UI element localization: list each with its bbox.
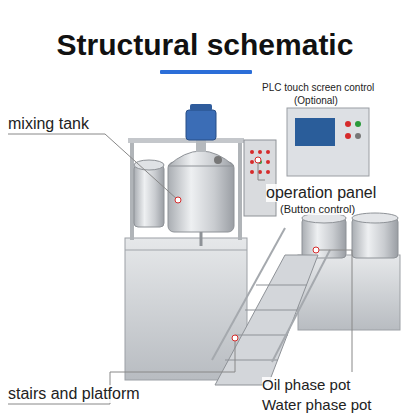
button: [355, 121, 361, 127]
button: [258, 150, 262, 154]
button: [345, 121, 351, 127]
stair-step: [225, 360, 278, 361]
mixing-tank-body: [168, 162, 234, 232]
frame-post: [238, 140, 242, 240]
button: [345, 133, 351, 139]
part-note: (Button control): [280, 203, 355, 215]
water-phase-pot: [352, 218, 398, 258]
button: [250, 160, 254, 164]
stair-step: [245, 310, 298, 311]
button: [258, 170, 262, 174]
handrail: [272, 250, 330, 362]
leader-line: [8, 338, 235, 404]
side-tank-top: [134, 160, 164, 170]
stairs: [215, 255, 318, 385]
leader-dot: [255, 157, 261, 163]
part-note: (Optional): [294, 95, 338, 106]
part-label: mixing tank: [8, 115, 89, 133]
part-label: stairs and platform: [8, 385, 140, 403]
title-underline: [160, 70, 252, 74]
leader-line: [316, 250, 352, 372]
control-box: [244, 140, 276, 216]
leader-line: [8, 134, 178, 200]
part-label: Oil phase pot: [262, 377, 350, 394]
part-label: Water phase pot: [262, 397, 372, 414]
mixing-tank-dome: [168, 151, 234, 166]
part-note: PLC touch screen control: [262, 82, 374, 93]
motor-cap: [190, 104, 212, 111]
handrail: [212, 228, 285, 360]
button: [266, 160, 270, 164]
stair-step: [235, 335, 288, 336]
button: [266, 150, 270, 154]
button: [250, 170, 254, 174]
stair-step: [256, 285, 307, 286]
pot-top: [352, 213, 398, 223]
frame-post: [130, 140, 134, 240]
leader-dot: [313, 247, 319, 253]
outlet-pipe: [200, 232, 203, 246]
leader-dot: [232, 335, 238, 341]
touch-panel: [287, 108, 369, 176]
oil-phase-pot: [302, 218, 346, 258]
diagram-title: Structural schematic: [0, 28, 410, 61]
button: [250, 150, 254, 154]
gauge: [214, 156, 222, 164]
motor: [186, 110, 216, 140]
platform-edge: [125, 250, 247, 251]
touch-screen: [295, 118, 335, 146]
button: [355, 133, 361, 139]
leader-dot: [175, 197, 181, 203]
button: [266, 170, 270, 174]
part-label: operation panel: [266, 184, 376, 202]
